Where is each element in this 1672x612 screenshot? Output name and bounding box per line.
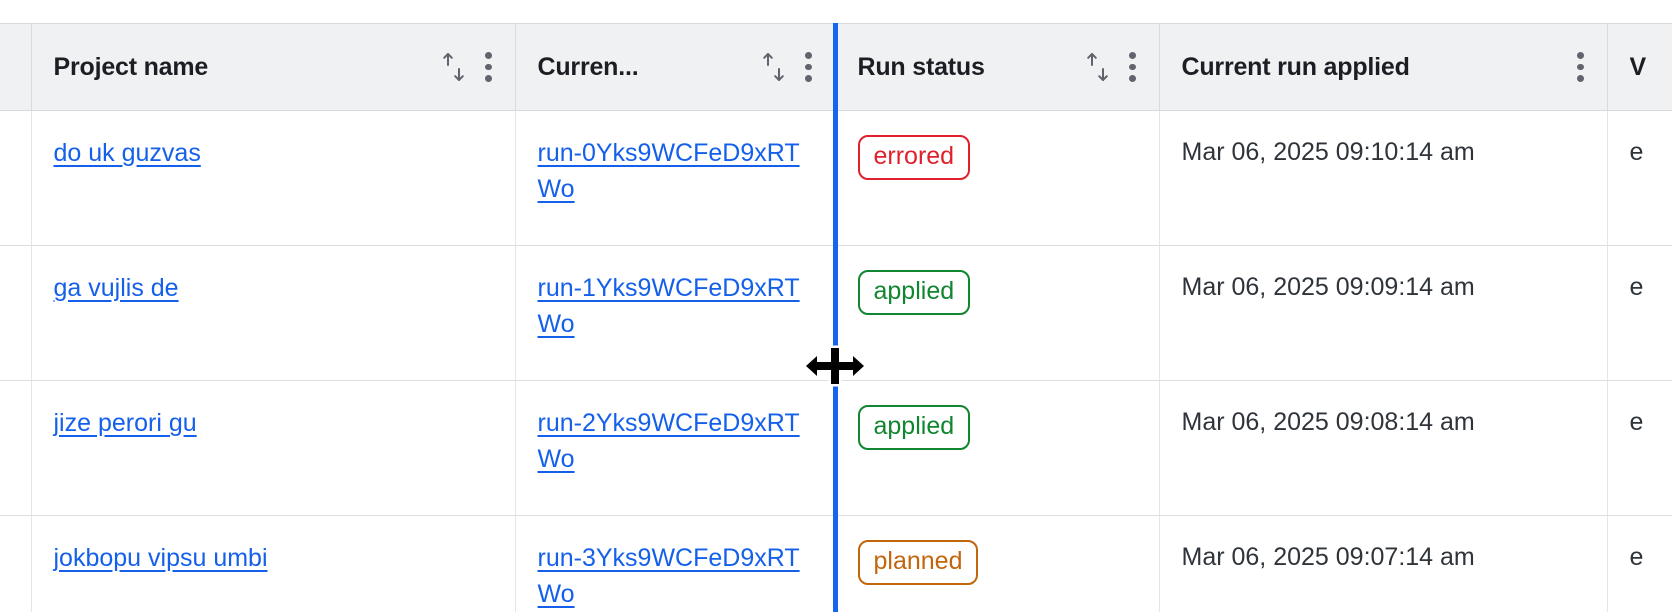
partial-cell-text: e: [1629, 408, 1644, 436]
cell-current-run-applied: Mar 06, 2025 09:10:14 am: [1159, 110, 1608, 246]
row-gutter: [0, 245, 32, 381]
projects-table: Project name: [0, 23, 1672, 612]
table-row: jize perori gu run-2Yks9WCFeD9xRTWo appl…: [0, 380, 1672, 516]
project-name-link[interactable]: jokbopu vipsu umbi: [53, 544, 268, 572]
header-gutter: [0, 23, 32, 111]
cell-run-status: applied: [835, 245, 1160, 381]
column-header-current-run[interactable]: Curren...: [515, 23, 836, 111]
table-row: jokbopu vipsu umbi run-3Yks9WCFeD9xRTWo …: [0, 515, 1672, 612]
cell-project-name: jize perori gu: [31, 380, 516, 516]
cell-project-name: jokbopu vipsu umbi: [31, 515, 516, 612]
cell-current-run: run-1Yks9WCFeD9xRTWo: [515, 245, 836, 381]
project-name-link[interactable]: ga vujlis de: [53, 274, 179, 302]
status-badge: applied: [857, 270, 971, 315]
current-run-link[interactable]: run-3Yks9WCFeD9xRTWo: [537, 544, 800, 609]
project-name-link[interactable]: jize perori gu: [53, 409, 197, 437]
table-row: ga vujlis de run-1Yks9WCFeD9xRTWo applie…: [0, 245, 1672, 381]
header-row: Project name: [0, 23, 1672, 111]
kebab-menu-icon-current-run[interactable]: [805, 52, 813, 83]
run-applied-timestamp: Mar 06, 2025 09:07:14 am: [1181, 543, 1475, 571]
cell-partial: e: [1607, 245, 1672, 381]
status-badge: errored: [857, 135, 971, 180]
table-body: do uk guzvas run-0Yks9WCFeD9xRTWo errore…: [0, 110, 1672, 612]
cell-project-name: do uk guzvas: [31, 110, 516, 246]
column-header-project-name[interactable]: Project name: [31, 23, 516, 111]
cell-run-status: errored: [835, 110, 1160, 246]
table-header: Project name: [0, 23, 1672, 111]
kebab-menu-icon-current-run-applied[interactable]: [1577, 52, 1585, 83]
partial-cell-text: e: [1629, 543, 1644, 571]
current-run-link[interactable]: run-2Yks9WCFeD9xRTWo: [537, 409, 800, 474]
current-run-link[interactable]: run-0Yks9WCFeD9xRTWo: [537, 139, 800, 204]
cell-project-name: ga vujlis de: [31, 245, 516, 381]
run-applied-timestamp: Mar 06, 2025 09:10:14 am: [1181, 138, 1475, 166]
status-badge: applied: [857, 405, 971, 450]
column-header-current-run-applied[interactable]: Current run applied: [1159, 23, 1608, 111]
sort-icon-project-name[interactable]: [441, 52, 467, 82]
column-header-label-current-run: Curren...: [537, 52, 639, 81]
partial-cell-text: e: [1629, 138, 1644, 166]
column-header-label-partial: V: [1629, 52, 1647, 81]
cell-partial: e: [1607, 110, 1672, 246]
kebab-menu-icon-project-name[interactable]: [485, 52, 493, 83]
cell-current-run: run-3Yks9WCFeD9xRTWo: [515, 515, 836, 612]
project-name-link[interactable]: do uk guzvas: [53, 139, 201, 167]
cell-current-run: run-2Yks9WCFeD9xRTWo: [515, 380, 836, 516]
current-run-link[interactable]: run-1Yks9WCFeD9xRTWo: [537, 274, 800, 339]
cell-current-run-applied: Mar 06, 2025 09:07:14 am: [1159, 515, 1608, 612]
row-gutter: [0, 380, 32, 516]
table-row: do uk guzvas run-0Yks9WCFeD9xRTWo errore…: [0, 110, 1672, 246]
cell-current-run-applied: Mar 06, 2025 09:08:14 am: [1159, 380, 1608, 516]
cell-partial: e: [1607, 515, 1672, 612]
sort-icon-run-status[interactable]: [1085, 52, 1111, 82]
status-badge: planned: [857, 540, 979, 585]
column-header-label-run-status: Run status: [857, 52, 985, 81]
cell-run-status: applied: [835, 380, 1160, 516]
row-gutter: [0, 110, 32, 246]
run-applied-timestamp: Mar 06, 2025 09:08:14 am: [1181, 408, 1475, 436]
cell-current-run: run-0Yks9WCFeD9xRTWo: [515, 110, 836, 246]
column-header-label-current-run-applied: Current run applied: [1181, 52, 1410, 81]
kebab-menu-icon-run-status[interactable]: [1129, 52, 1137, 83]
cell-run-status: planned: [835, 515, 1160, 612]
row-gutter: [0, 515, 32, 612]
column-header-run-status[interactable]: Run status: [835, 23, 1160, 111]
cell-partial: e: [1607, 380, 1672, 516]
run-applied-timestamp: Mar 06, 2025 09:09:14 am: [1181, 273, 1475, 301]
cell-current-run-applied: Mar 06, 2025 09:09:14 am: [1159, 245, 1608, 381]
column-header-partial[interactable]: V: [1607, 23, 1672, 111]
partial-cell-text: e: [1629, 273, 1644, 301]
column-header-label-project-name: Project name: [53, 52, 209, 81]
sort-icon-current-run[interactable]: [761, 52, 787, 82]
